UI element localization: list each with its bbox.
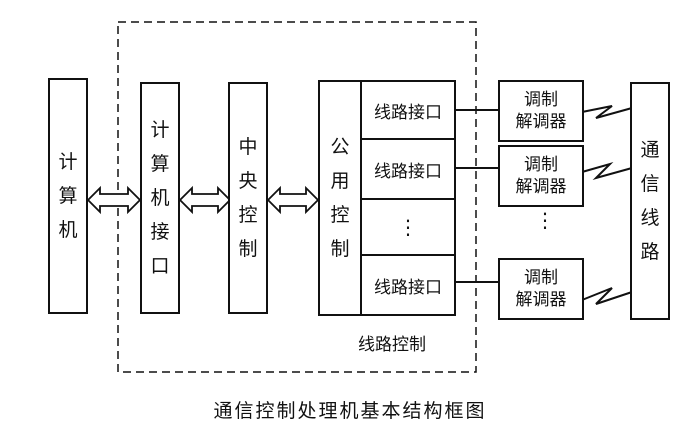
computer-interface-char: 口 [150,255,170,277]
comm-line-char: 线 [640,207,660,229]
computer-interface-label: 计算机接口 [140,82,180,314]
lightning-icon [581,161,633,180]
modem-ellipsis: ⋮ [535,208,555,232]
line-interface-3-label: 线路接口 [374,277,442,298]
line-interface-1-label: 线路接口 [374,102,442,123]
double-arrow-icon [86,185,142,215]
modem-3-line1: 调制 [524,268,558,288]
lightning-icon [581,105,633,119]
central-control-char: 中 [238,136,258,158]
comm-line-char: 信 [640,173,660,195]
computer-interface-char: 计 [150,119,170,141]
computer-interface-block [140,82,180,314]
shared-control-column [318,80,362,316]
double-arrow-icon [178,185,232,215]
modem-2-line1: 调制 [524,155,558,175]
computer-interface-char: 机 [150,187,170,209]
comm-line-label: 通信线路 [630,82,670,320]
central-control-char: 制 [238,238,258,260]
modem-3: 调制 解调器 [498,258,584,320]
line-interface-1: 线路接口 [360,80,456,140]
shared-control-char: 制 [330,238,350,260]
line-interface-2: 线路接口 [360,138,456,200]
modem-1: 调制 解调器 [498,80,584,142]
computer-interface-char: 算 [150,153,170,175]
modem-1-line2: 解调器 [515,112,567,132]
modem-2: 调制 解调器 [498,145,584,207]
line-interface-3: 线路接口 [360,254,456,316]
computer-char: 机 [58,219,78,241]
figure-caption: 通信控制处理机基本结构框图 [213,400,487,422]
modem-3-line2: 解调器 [515,290,567,310]
computer-char: 算 [58,185,78,207]
comm-line-char: 路 [640,241,660,263]
shared-control-char: 控 [330,204,350,226]
line-interface-2-label: 线路接口 [374,161,442,182]
central-control-char: 央 [238,170,258,192]
lightning-icon [581,287,633,305]
computer-interface-char: 接 [150,221,170,243]
comm-line-block [630,82,670,320]
shared-control-label: 公用控制 [318,80,362,316]
central-control-char: 控 [238,204,258,226]
comm-line-char: 通 [640,139,660,161]
shared-control-char: 用 [330,170,350,192]
line-control-label: 线路控制 [358,335,426,355]
shared-control-char: 公 [330,136,350,158]
computer-block [48,78,88,314]
computer-label: 计算机 [48,78,88,314]
modem-1-line1: 调制 [524,90,558,110]
modem-2-line2: 解调器 [515,177,567,197]
line-interface-ellipsis-cell: ⋮ [360,198,456,256]
central-control-block [228,82,268,314]
double-arrow-icon [266,185,320,215]
central-control-label: 中央控制 [228,82,268,314]
computer-char: 计 [58,151,78,173]
line-interface-ellipsis: ⋮ [398,215,418,239]
